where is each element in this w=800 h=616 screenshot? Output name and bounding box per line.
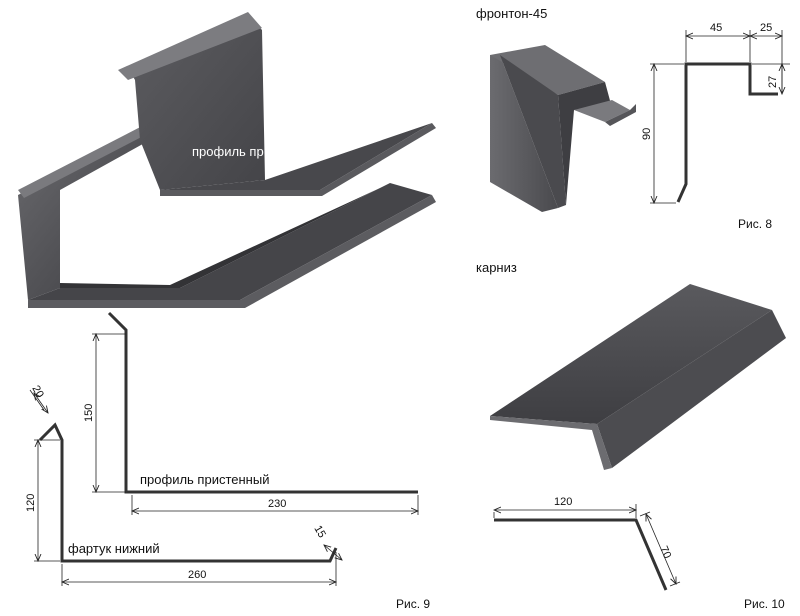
apron-top-lip bbox=[18, 122, 155, 198]
eave-section-line bbox=[494, 518, 668, 591]
fig9-3d-illustration: профиль пристенный фартук нижний bbox=[18, 12, 436, 308]
dim-150: 150 bbox=[83, 404, 95, 422]
label-profile-2d: профиль пристенный bbox=[140, 472, 269, 487]
dim-15: 15 bbox=[311, 524, 328, 541]
caption-fig8: Рис. 8 bbox=[738, 217, 772, 231]
eave-front-edge bbox=[490, 416, 612, 470]
dim-70: 70 bbox=[657, 544, 673, 560]
dim-25: 25 bbox=[760, 22, 772, 34]
pediment-side-face bbox=[500, 55, 566, 208]
dim-27: 27 bbox=[767, 76, 779, 88]
pediment-front-face bbox=[490, 55, 558, 212]
apron-floor-plane bbox=[28, 183, 432, 300]
pediment-section-line bbox=[676, 62, 778, 203]
label-apron-2d: фартук нижний bbox=[68, 541, 160, 556]
dim-120: 120 bbox=[25, 494, 37, 512]
caption-fig10: Рис. 10 bbox=[744, 597, 785, 611]
fig10-3d-illustration bbox=[490, 284, 786, 470]
fig10-title: карниз bbox=[476, 260, 517, 275]
fig8-title: фронтон-45 bbox=[476, 6, 547, 21]
caption-fig9: Рис. 9 bbox=[396, 597, 430, 611]
fig8: фронтон-45 45 25 27 90 Рис. 8 bbox=[476, 6, 790, 231]
profile-shelf-edge bbox=[160, 123, 436, 196]
dim-230: 230 bbox=[268, 498, 286, 510]
profile-section-line bbox=[107, 311, 418, 494]
profile-shelf bbox=[160, 123, 432, 190]
label-profile-3d: профиль пристенный bbox=[192, 144, 321, 159]
dim-20: 20 bbox=[29, 384, 46, 401]
dim-90: 90 bbox=[641, 128, 653, 140]
label-apron-3d: фартук нижний bbox=[84, 244, 176, 259]
dim-260: 260 bbox=[188, 569, 206, 581]
pediment-step-lip bbox=[605, 104, 636, 126]
eave-side-face bbox=[597, 310, 786, 468]
eave-top-face bbox=[490, 284, 772, 424]
pediment-step bbox=[574, 100, 630, 122]
dim-45: 45 bbox=[710, 22, 722, 34]
fig10: карниз 120 70 Рис. 10 bbox=[476, 260, 786, 611]
profile-top-lip bbox=[118, 12, 262, 80]
apron-back-wall bbox=[18, 128, 150, 300]
fig8-3d-illustration bbox=[490, 45, 636, 212]
pediment-main-face bbox=[558, 82, 612, 205]
dim-120-eave: 120 bbox=[554, 496, 572, 508]
fig9-technical-drawing: 150 20 120 230 15 260 профиль пристенный… bbox=[25, 311, 430, 611]
pediment-top-face bbox=[490, 45, 605, 95]
